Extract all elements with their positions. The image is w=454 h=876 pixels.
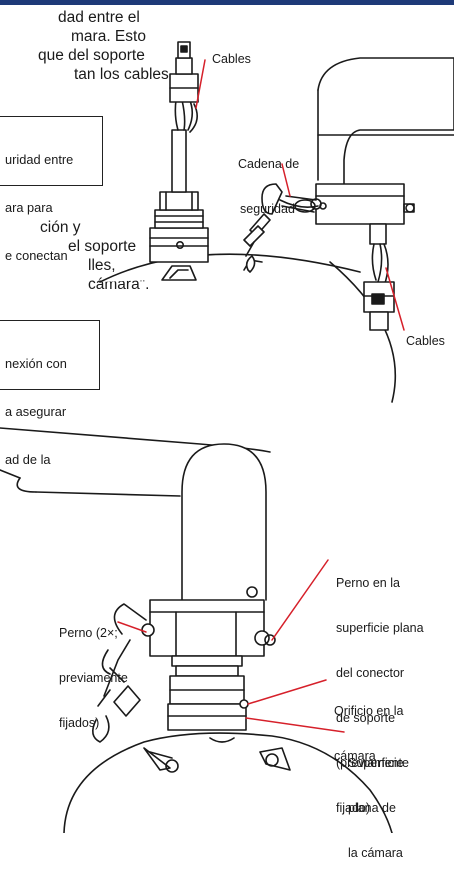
label-line: plana de [348,801,396,815]
note2-line: nexión con [5,356,67,371]
label-cables-top: Cables [212,52,251,66]
label-cadena-seguridad: Cadena de seguridad [238,127,299,232]
label-line: superficie plana [336,621,424,635]
note-box-2: nexión con a asegurar ad de la [0,320,100,467]
label-line: (previamente [336,756,409,770]
instruction-step-2: ción y el soporte lles, cámara". [0,218,150,313]
label-cables-bottom: Cables [406,334,445,348]
label-line: Cadena de [238,157,300,171]
step2-line: cámara". [88,276,150,293]
label-line: Orificio en la [334,704,404,718]
instruction-step-3: pernos s para [0,779,157,836]
step1-line: mara. Esto [71,28,146,45]
label-line: seguridad [240,202,295,216]
label-line: cámara [334,749,376,763]
note-box-1: uridad entre ara para e conectan [0,116,103,263]
step1-line: dad entre el [58,9,140,26]
label-line: de soporte [336,711,396,725]
note1-line: ara para [5,200,53,215]
step1-line: que del soporte [38,47,145,64]
note2-line: ad de la [5,452,51,467]
label-line: fijado) [336,801,371,815]
label-perno-superficie: Perno en la superficie plana del conecto… [336,546,424,831]
step3-line: s para [114,799,158,816]
label-line: fijados) [59,716,100,730]
note1-line: uridad entre [5,152,74,167]
step2-line: lles, [88,257,116,274]
label-perno-2x: Perno (2×; previamente fijados) [59,596,128,746]
label-line: Perno (2×; [59,626,118,640]
label-line: del conector [336,666,405,680]
step2-line: ción y [40,219,81,236]
label-line: Perno en la [336,576,400,590]
step1-line: tan los cables. [74,66,174,83]
instruction-step-1b: dad entre el mara. Esto que del soporte … [0,8,173,103]
note2-line: a asegurar [5,404,67,419]
header-bar [0,0,454,5]
step3-line: pernos [99,780,147,797]
label-orificio: Orificio en la cámara [334,674,403,779]
label-superficie: Superficie plana de la cámara [348,726,404,876]
label-line: Superficie [348,756,404,770]
step2-line: el soporte [68,238,137,255]
note1-line: e conectan [5,248,68,263]
label-line: previamente [59,671,128,685]
label-line: la cámara [348,846,403,860]
